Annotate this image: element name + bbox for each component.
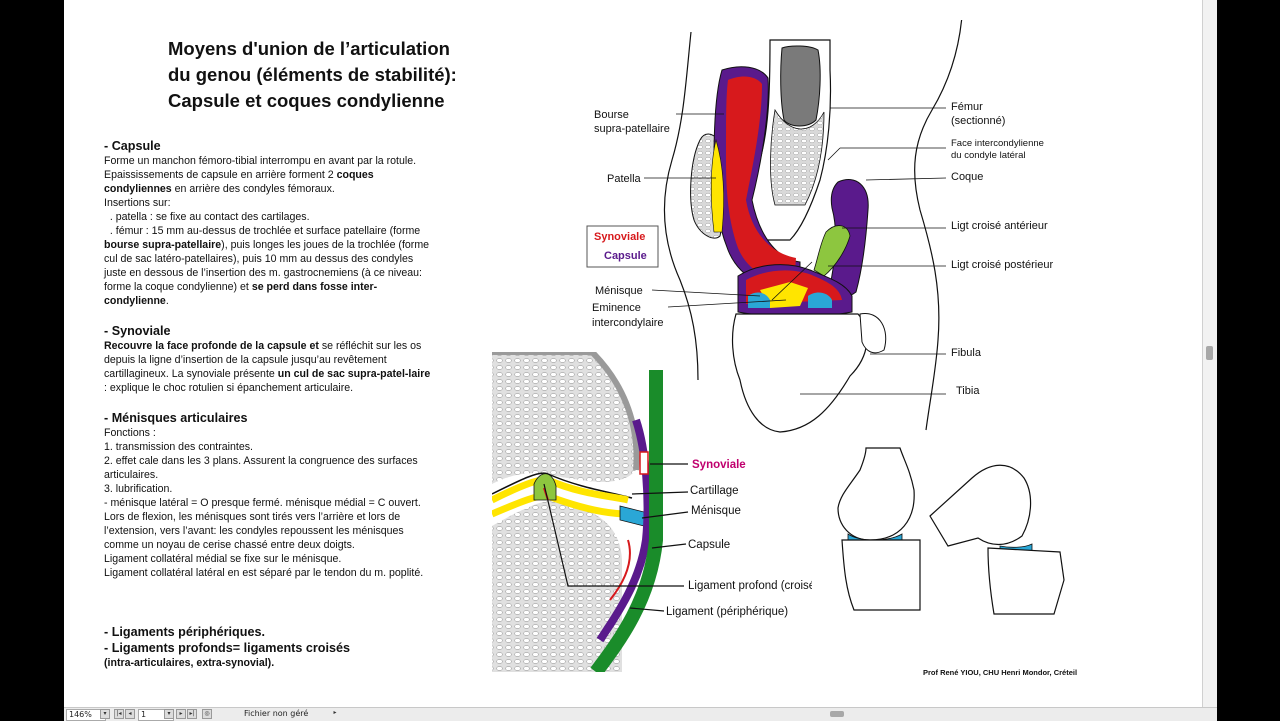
menisques-line: 3. lubrification. — [104, 483, 173, 495]
label-eminence: Eminence — [592, 302, 641, 314]
ligaments-profonds: - Ligaments profonds= ligaments croisés — [104, 641, 350, 655]
menisques-line: Lors de flexion, les ménisques sont tiré… — [104, 511, 404, 551]
page-title: Moyens d'union de l’articulation du geno… — [168, 38, 457, 111]
synoviale-paragraph: Recouvre la face profonde de la capsule … — [104, 340, 431, 394]
knee-section-illustration: Synoviale Cartillage Ménisque Capsule Li… — [492, 352, 812, 672]
first-page-icon[interactable]: |◂ — [114, 709, 124, 719]
ligaments-section: - Ligaments périphériques. - Ligaments p… — [104, 624, 434, 670]
label-lcp: Ligt croisé postérieur — [951, 259, 1053, 271]
color-legend — [586, 225, 659, 268]
capsule-heading: - Capsule — [104, 139, 161, 153]
status-toggle-icon[interactable]: ◎ — [202, 709, 212, 719]
label-femur: Fémur — [951, 101, 983, 113]
menisques-line: 2. effet cale dans les 3 plans. Assurent… — [104, 455, 418, 481]
page-dropdown-icon[interactable]: ▾ — [164, 709, 174, 719]
next-page-icon[interactable]: ▸ — [176, 709, 186, 719]
ligaments-profonds-sub: (intra-articulaires, extra-synovial). — [104, 657, 275, 669]
label-face-intercondylienne: Face intercondylienne — [951, 138, 1044, 149]
flexion-diagrams — [837, 447, 1065, 615]
legend-capsule: Capsule — [604, 250, 647, 262]
menisques-line: Ligament collatéral médial se fixe sur l… — [104, 553, 342, 565]
author-credit: Prof René YIOU, CHU Henri Mondor, Crétei… — [923, 668, 1078, 677]
label-eminence-2: intercondylaire — [592, 317, 664, 329]
section-label-ligament-peripherique: Ligament (périphérique) — [666, 606, 788, 618]
synoviale-heading: - Synoviale — [104, 324, 171, 338]
label-patella: Patella — [607, 173, 642, 185]
label-femur-2: (sectionné) — [951, 115, 1005, 127]
capsule-paragraph: Forme un manchon fémoro-tibial interromp… — [104, 155, 417, 195]
left-dark-margin — [0, 0, 64, 708]
menisques-heading: - Ménisques articulaires — [104, 411, 248, 425]
status-menu-arrow-icon[interactable]: ▸ — [333, 709, 337, 716]
capsule-section: - Capsule Forme un manchon fémoro-tibial… — [104, 138, 434, 308]
last-page-icon[interactable]: ▸| — [187, 709, 197, 719]
right-dark-margin — [1217, 0, 1280, 708]
menisques-line: 1. transmission des contraintes. — [104, 441, 253, 453]
menisques-section: - Ménisques articulaires Fonctions : 1. … — [104, 410, 434, 580]
ligaments-peripheriques: - Ligaments périphériques. — [104, 625, 265, 639]
insertion-patella: . patella : se fixe au contact des carti… — [104, 211, 310, 223]
knee-anterior-illustration: Bourse supra-patellaire Patella Ménisque… — [586, 20, 1053, 433]
section-label-synoviale: Synoviale — [692, 459, 746, 471]
status-bar: 146% ▾ |◂ ◂ 1 ▾ ▸ ▸| ◎ Fichier non géré … — [64, 707, 1217, 721]
section-label-cartillage: Cartillage — [690, 485, 739, 497]
label-face-intercondylienne-2: du condyle latéral — [951, 150, 1025, 161]
label-bourse-2: supra-patellaire — [594, 123, 670, 135]
menisques-line: - ménisque latéral = O presque fermé. mé… — [104, 497, 421, 509]
vertical-scrollbar[interactable] — [1202, 0, 1217, 708]
label-coque: Coque — [951, 171, 983, 183]
zoom-dropdown-icon[interactable]: ▾ — [100, 709, 110, 719]
vertical-scroll-thumb[interactable] — [1206, 346, 1213, 360]
section-label-ligament-profond: Ligament profond (croisé) — [688, 580, 812, 592]
label-tibia: Tibia — [956, 385, 980, 397]
horizontal-scroll-thumb[interactable] — [830, 711, 844, 717]
prev-page-icon[interactable]: ◂ — [125, 709, 135, 719]
legend-synoviale: Synoviale — [594, 231, 645, 243]
label-fibula: Fibula — [951, 347, 982, 359]
section-label-menisque: Ménisque — [691, 505, 741, 517]
label-bourse: Bourse — [594, 109, 629, 121]
insertion-femur: . fémur : 15 mm au-dessus de trochlée et… — [104, 225, 430, 307]
label-lca: Ligt croisé antérieur — [951, 220, 1048, 232]
synoviale-section: - Synoviale Recouvre la face profonde de… — [104, 323, 434, 395]
file-status-text: Fichier non géré — [244, 709, 309, 718]
menisques-line: Ligament collatéral latéral en est sépar… — [104, 567, 424, 579]
label-menisque: Ménisque — [595, 285, 643, 297]
insertions-label: Insertions sur: — [104, 197, 171, 209]
section-label-capsule: Capsule — [688, 539, 730, 551]
menisques-line: Fonctions : — [104, 427, 156, 439]
